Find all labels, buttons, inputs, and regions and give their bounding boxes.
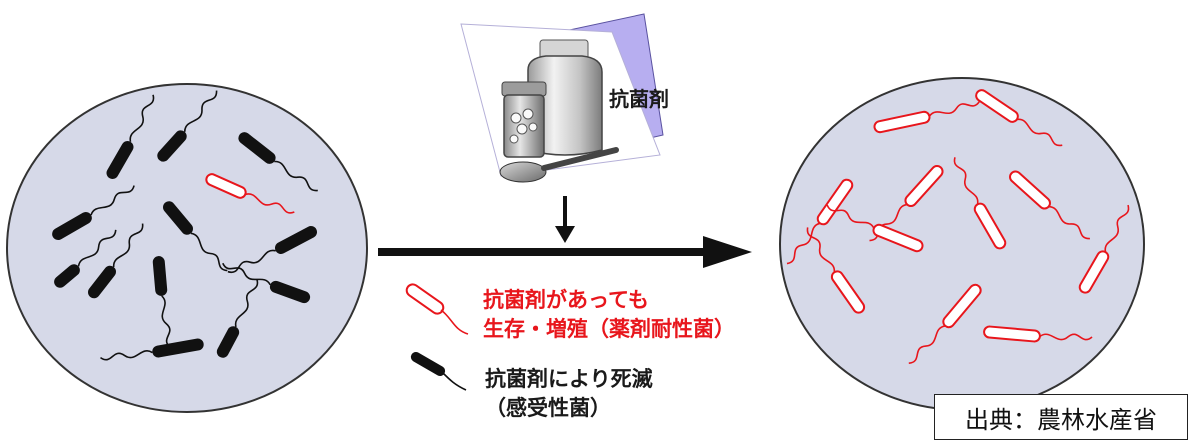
resistant-bacterium (873, 100, 981, 134)
resistant-bacterium (786, 178, 854, 265)
sensitive-bacterium (227, 226, 318, 274)
resistant-bacterium (826, 204, 924, 253)
sensitive-bacterium (157, 90, 218, 162)
drug-label: 抗菌剤 (609, 87, 669, 111)
resistant-bacterium (1009, 170, 1090, 240)
legend-resistant-line1: 抗菌剤があっても (483, 288, 649, 312)
resistant-bacterium (1078, 204, 1130, 294)
legend-resistant-label: 抗菌剤があっても 生存・増殖（薬剤耐性菌） (483, 286, 735, 344)
bacteria-group-after (786, 89, 1130, 364)
resistant-bacterium (975, 89, 1063, 147)
main-arrow (378, 236, 752, 268)
sensitive-bacterium (163, 201, 228, 272)
sensitive-bacterium (106, 94, 155, 179)
sensitive-bacterium (222, 262, 311, 304)
sensitive-bacterium (100, 338, 204, 361)
sensitive-bacterium (52, 185, 135, 240)
resistant-bacterium (983, 325, 1093, 343)
legend-sensitive-label: 抗菌剤により死滅 （感受性菌） (485, 365, 653, 423)
legend-resistant-line2: 生存・増殖（薬剤耐性菌） (483, 317, 735, 341)
bacteria-group-before (52, 90, 318, 361)
source-credit: 出典：農林水産省 (934, 394, 1188, 440)
legend-sensitive-line1: 抗菌剤により死滅 (485, 367, 653, 391)
resistant-bacterium (205, 173, 295, 214)
sensitive-bacterium (216, 278, 259, 358)
sensitive-bacterium (87, 223, 144, 299)
sensitive-bacterium (152, 256, 171, 348)
petri-dish-before (6, 83, 368, 413)
antibiotic-drug-icon (460, 13, 664, 183)
sensitive-bacterium (238, 132, 318, 192)
sensitive-bacterium (54, 229, 117, 288)
resistant-bacterium (806, 227, 866, 314)
legend-resistant-bacterium-icon (405, 283, 469, 335)
resistant-bacterium (869, 165, 944, 242)
resistant-bacterium (908, 283, 982, 364)
drug-arrow (555, 196, 575, 243)
legend-sensitive-line2: （感受性菌） (485, 396, 611, 420)
petri-dish-after (779, 77, 1145, 411)
legend-sensitive-bacterium-icon (410, 352, 467, 391)
